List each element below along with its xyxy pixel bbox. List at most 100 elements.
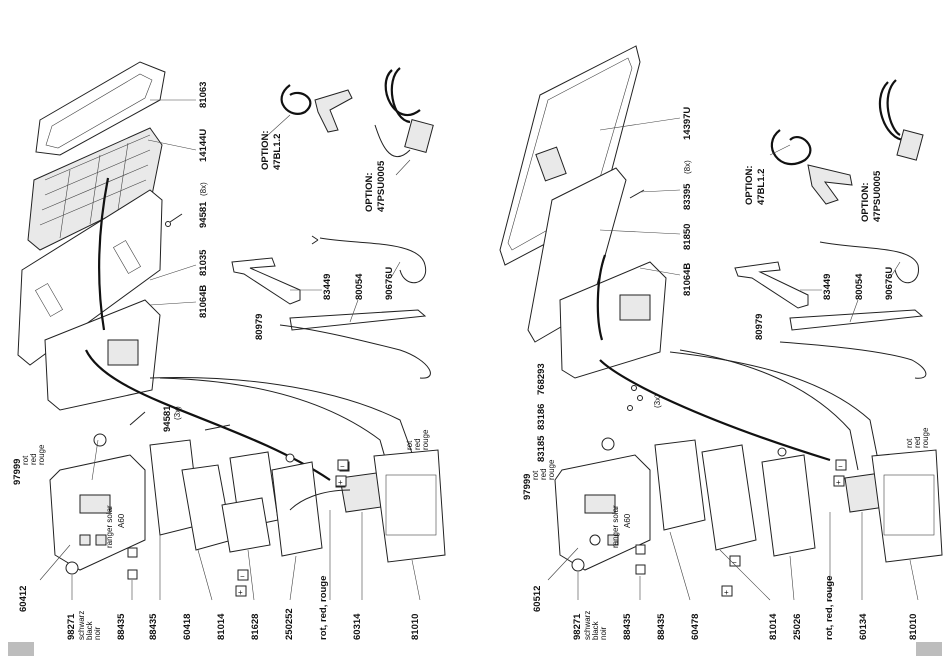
label-80054: 80054 xyxy=(354,273,365,300)
base-81010 xyxy=(373,449,446,563)
label-94581b-qty: (3x) xyxy=(173,406,182,420)
housing-81064b-r xyxy=(559,261,667,379)
clip-47bl12-r xyxy=(807,164,853,205)
label-option1-part-r: 47BL1.2 xyxy=(756,169,767,205)
label-98271: 98271 xyxy=(66,613,77,640)
svg-text:−: − xyxy=(732,558,737,567)
label-97999-c1-r: rot xyxy=(531,470,540,480)
label-88435a-r: 88435 xyxy=(622,613,633,640)
label-81063: 81063 xyxy=(198,82,209,108)
board-60478 xyxy=(654,439,706,531)
back-plate-81035 xyxy=(17,189,163,366)
label-83395: 83395 xyxy=(682,183,693,210)
stake-80054-r xyxy=(789,309,924,331)
label-rrr-top-2-r: red xyxy=(913,436,922,448)
label-option2-part: 47PSU0005 xyxy=(376,160,387,212)
label-250252: 250252 xyxy=(284,608,295,640)
label-80979: 80979 xyxy=(254,314,265,340)
label-83449: 83449 xyxy=(322,274,333,300)
label-88435b-r: 88435 xyxy=(656,613,667,640)
label-94581a: 94581 xyxy=(198,201,209,228)
label-option1: OPTION: xyxy=(260,130,271,170)
label-81010: 81010 xyxy=(410,614,421,640)
svg-text:+: + xyxy=(238,588,243,597)
label-97999-c3: rouge xyxy=(37,444,46,465)
corner-tab-right xyxy=(916,642,942,656)
label-81064b: 81064B xyxy=(198,285,209,318)
label-3x-r: (3x) xyxy=(653,394,662,408)
label-rrr-top-3-r: rouge xyxy=(921,427,930,448)
svg-text:+: + xyxy=(836,478,841,487)
corner-tab-left xyxy=(8,642,34,656)
label-768293: 768293 xyxy=(536,363,547,395)
label-81010-r: 81010 xyxy=(908,614,919,640)
right-panel: ranger solar A60 − + − + xyxy=(499,45,943,601)
clip-47bl12 xyxy=(314,89,353,133)
label-14144u: 14144U xyxy=(198,129,209,162)
label-81014: 81014 xyxy=(216,613,227,640)
housing-81064b xyxy=(44,299,161,411)
label-83449-r: 83449 xyxy=(822,274,833,300)
psu-47psu0005 xyxy=(404,119,434,153)
label-rrr-top-3: rouge xyxy=(421,429,430,450)
svg-text:−: − xyxy=(240,572,245,581)
label-97999-c3-r: rouge xyxy=(547,459,556,480)
label-60134: 60134 xyxy=(858,613,869,640)
label-81850: 81850 xyxy=(682,224,693,250)
label-rrr-top-1-r: rot xyxy=(905,438,914,448)
label-81014-r: 81014 xyxy=(768,613,779,640)
label-88435a: 88435 xyxy=(116,613,127,640)
label-81064b-r: 81064B xyxy=(682,263,693,296)
label-83395-qty: (8x) xyxy=(683,160,692,174)
label-98271-c1: schwarz xyxy=(77,611,86,640)
label-rrr-top-1: rot xyxy=(405,440,414,450)
base-81010-r xyxy=(871,449,943,563)
label-60478: 60478 xyxy=(690,614,701,640)
label-98271-c2-r: black xyxy=(591,620,600,640)
label-94581b: 94581 xyxy=(162,405,173,432)
label-81035: 81035 xyxy=(198,249,209,276)
label-option2-r: OPTION: xyxy=(860,182,871,222)
label-option1-r: OPTION: xyxy=(744,165,755,205)
label-80054-r: 80054 xyxy=(854,273,865,300)
label-60314: 60314 xyxy=(352,613,363,640)
label-98271-c2: black xyxy=(85,620,94,640)
label-81628: 81628 xyxy=(250,614,261,640)
plate-81014-r xyxy=(701,444,757,551)
label-97999-r: 97999 xyxy=(522,474,533,500)
svg-text:−: − xyxy=(340,462,345,471)
label-97999-c2-r: red xyxy=(539,468,548,480)
left-panel: ranger solar A60 xyxy=(17,61,446,601)
label-25026: 25026 xyxy=(792,614,803,640)
knob-98271 xyxy=(65,561,79,575)
label-14397u: 14397U xyxy=(682,107,693,140)
svg-text:−: − xyxy=(838,462,843,471)
device-brand-left: ranger solar xyxy=(105,505,114,548)
label-98271-c3: noir xyxy=(93,626,102,640)
label-60412: 60412 xyxy=(18,586,29,612)
label-97999-c2: red xyxy=(29,453,38,465)
label-80979-r: 80979 xyxy=(754,314,765,340)
bracket-83449 xyxy=(231,257,301,305)
svg-text:+: + xyxy=(338,478,343,487)
label-rrr-bottom: rot, red, rouge xyxy=(318,576,329,640)
label-83185: 83185 xyxy=(536,435,547,462)
label-98271-r: 98271 xyxy=(572,613,583,640)
label-90676u-r: 90676U xyxy=(884,267,895,300)
label-rrr-top-2: red xyxy=(413,438,422,450)
label-94581a-qty: (8x) xyxy=(199,182,208,196)
device-brand-right: ranger solar xyxy=(611,505,620,548)
right-labels: 14397U 83395 (8x) 81850 81064B 83449 800… xyxy=(522,107,930,640)
label-98271-c3-r: noir xyxy=(599,626,608,640)
device-model-left: A60 xyxy=(117,513,126,528)
battery-250252 xyxy=(271,461,323,557)
bracket-83449-r xyxy=(734,261,809,309)
knob-98271-r xyxy=(571,558,585,572)
label-97999-c1: rot xyxy=(21,455,30,465)
left-labels: 81063 14144U 94581 (8x) 81035 81064B 834… xyxy=(12,82,430,640)
psu-47psu0005-r xyxy=(896,129,924,161)
battery-25026 xyxy=(761,454,816,557)
svg-text:+: + xyxy=(724,588,729,597)
stake-80054 xyxy=(289,309,427,331)
label-60512: 60512 xyxy=(532,586,543,612)
